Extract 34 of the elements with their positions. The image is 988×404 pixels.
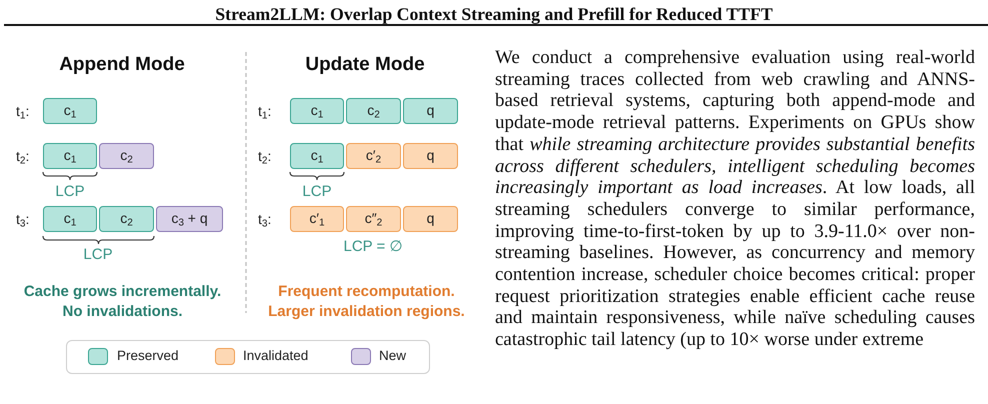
row-label: t$_{1}$: bbox=[16, 102, 30, 120]
panel-heading: Update Mode bbox=[304, 54, 426, 76]
segment-block: q bbox=[403, 143, 458, 169]
segment-block: c′$_{2}$ bbox=[346, 143, 401, 169]
lcp-label: LCP = ∅ bbox=[342, 238, 404, 256]
body-paragraph: We conduct a comprehensive evaluation using real-world streaming traces collected from web crawling and ANNS-based retrieval systems, capturing both append-mode and update-mode retrieval patterns. Experiments on GPUs show that while streaming architecture provides substantial benefits across different schedulers, intelligent scheduling becomes increasingly important as load increases. At low loads, all streaming schedulers converge to similar performance, improving time-to-first-token by up to 3.9-11.0× over non-streaming baselines. However, as concurrency and memory contention increase, scheduler choice becomes critical: proper request prioritization strategies enable efficient cache reuse and maintain responsiveness, while naïve scheduling causes catastrophic tail latency (up to 10× worse under extreme bbox=[495, 47, 975, 351]
segment-block: c$_{1}$ bbox=[290, 98, 344, 124]
segment-block: q bbox=[403, 206, 458, 232]
lcp-label: LCP bbox=[54, 183, 86, 201]
segment-block: c$_{1}$ bbox=[43, 143, 97, 169]
row-label: t$_{3}$: bbox=[16, 210, 30, 228]
row-label: t$_{2}$: bbox=[16, 147, 30, 165]
segment-block: c$_{1}$ bbox=[43, 98, 97, 124]
caption-text: Frequent recomputation. Larger invalidation regions. bbox=[267, 282, 466, 322]
row-label: t$_{1}$: bbox=[258, 102, 272, 120]
caption-text: Cache grows incrementally. No invalidations. bbox=[22, 282, 222, 322]
segment-block: c″$_{2}$ bbox=[346, 206, 401, 232]
segment-block: c$_{2}$ bbox=[99, 143, 154, 169]
segment-block: c$_{2}$ bbox=[99, 206, 154, 232]
segment-block: c$_{1}$ bbox=[43, 206, 97, 232]
panel-heading: Append Mode bbox=[58, 54, 186, 76]
segment-block: c′$_{1}$ bbox=[290, 206, 344, 232]
row-label: t$_{3}$: bbox=[258, 210, 272, 228]
legend-label: Invalidated bbox=[243, 347, 308, 365]
lcp-label: LCP bbox=[82, 246, 114, 264]
segment-block: c$_{3}$ + q bbox=[156, 206, 223, 232]
legend-label: New bbox=[379, 347, 406, 365]
segment-block: q bbox=[403, 98, 458, 124]
lcp-label: LCP bbox=[301, 183, 333, 201]
row-label: t$_{2}$: bbox=[258, 147, 272, 165]
legend-label: Preserved bbox=[117, 347, 179, 365]
segment-block: c$_{1}$ bbox=[290, 143, 344, 169]
page-title: Stream2LLM: Overlap Context Streaming and Prefill for Reduced TTFT bbox=[214, 4, 774, 24]
segment-block: c$_{2}$ bbox=[346, 98, 401, 124]
